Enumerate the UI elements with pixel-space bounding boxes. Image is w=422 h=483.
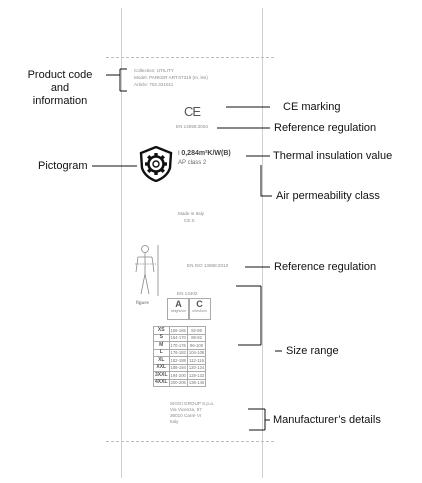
callout-reference-regulation-top: Reference regulation xyxy=(274,122,377,134)
thermal-value: I 0,284m²K/W(B) xyxy=(178,150,231,157)
leader-product-ticks xyxy=(120,68,127,92)
size-header-a-label: A xyxy=(175,299,182,309)
callout-product-code-line-1: Product code xyxy=(27,69,93,81)
regulation-top: EN 14058:2004 xyxy=(176,124,208,129)
manufacturer-line-3: 36010 Carrè VI xyxy=(170,413,202,418)
callout-thermal-insulation: Thermal insulation value xyxy=(273,150,393,162)
manufacturer-line-1: SIGGI GROUP S.p.a. xyxy=(170,401,215,406)
body-figure-icon xyxy=(135,245,159,296)
regulation-mid: EN ISO 13688:2013 xyxy=(187,263,229,268)
product-line-1: Collection: UTILITY xyxy=(134,68,174,73)
size-subheader-c: chest/cm xyxy=(192,309,207,313)
callout-product-code-line-3: information xyxy=(32,95,88,107)
callout-product-code: Product code and information xyxy=(12,69,108,108)
leader-air-permeability xyxy=(260,165,272,197)
manufacturer-line-2: Via Vicenza, 67 xyxy=(170,407,202,412)
callout-manufacturer: Manufacturer’s details xyxy=(273,414,381,426)
callout-ce-marking: CE marking xyxy=(283,101,341,113)
shield-gear-icon xyxy=(139,146,173,182)
figure-note: figure xyxy=(136,300,149,305)
thermal-prefix: I xyxy=(178,151,180,157)
care-line-2: CE X xyxy=(184,218,195,223)
height-cell: 200-206 xyxy=(168,378,188,387)
product-line-2: Model: PARKER ART.07319 (In. les) xyxy=(134,75,208,80)
bottom-cut-line xyxy=(106,441,274,442)
callout-air-permeability: Air permeability class xyxy=(276,190,380,202)
care-line-1: Made in Italy xyxy=(178,211,205,216)
callout-product-code-line-2: and xyxy=(50,82,70,94)
label-tag xyxy=(121,8,263,478)
callout-size-range: Size range xyxy=(286,345,339,357)
chest-cell: 136-140 xyxy=(186,378,207,387)
callout-reference-regulation-mid: Reference regulation xyxy=(274,261,377,273)
product-line-3: Article: 702.331011 xyxy=(134,82,174,87)
size-subheader-a: height/cm xyxy=(170,309,187,313)
size-caption: EN 13402 xyxy=(177,291,198,296)
ce-mark: CE xyxy=(184,104,201,119)
manufacturer-line-4: Italy xyxy=(170,419,179,424)
size-header-c-label: C xyxy=(196,299,203,309)
thermal-value-number: 0,284m²K/W(B) xyxy=(181,150,231,157)
top-cut-line xyxy=(106,57,274,58)
callout-pictogram: Pictogram xyxy=(38,160,88,172)
air-permeability-value: AP class 2 xyxy=(178,160,207,166)
